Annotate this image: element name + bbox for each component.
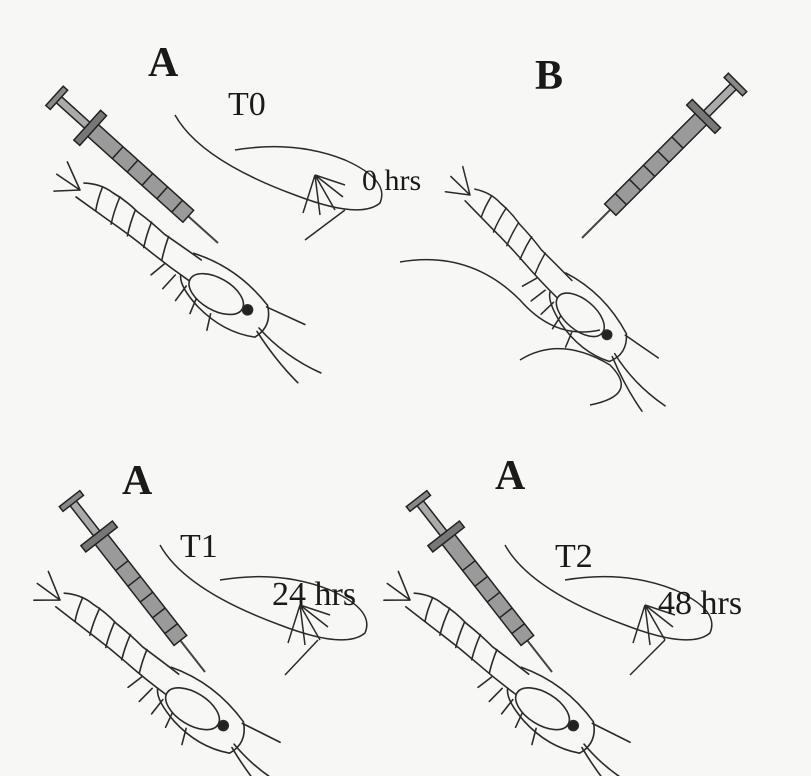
panel-t1-time-code: T1 (180, 530, 218, 564)
syringe-icon (401, 486, 568, 684)
panel-t0-group-label: A (148, 42, 178, 84)
panel-b-group-label: B (535, 55, 563, 97)
panel-t2-group-label: A (495, 455, 525, 497)
panel-t0-drawing (27, 81, 382, 390)
panel-t2-duration: 48 hrs (658, 587, 742, 621)
panel-t1-duration: 24 hrs (272, 578, 356, 612)
panel-b-drawing (400, 68, 752, 420)
syringe-icon (41, 81, 231, 258)
panel-t1-group-label: A (122, 460, 152, 502)
panel-t0-duration: 0 hrs (362, 166, 421, 196)
panel-t0-time-code: T0 (228, 88, 266, 122)
syringe-icon (54, 486, 221, 684)
panel-t2-time-code: T2 (555, 540, 593, 574)
panel-t2-drawing (356, 486, 712, 776)
syringe-icon (568, 68, 752, 252)
